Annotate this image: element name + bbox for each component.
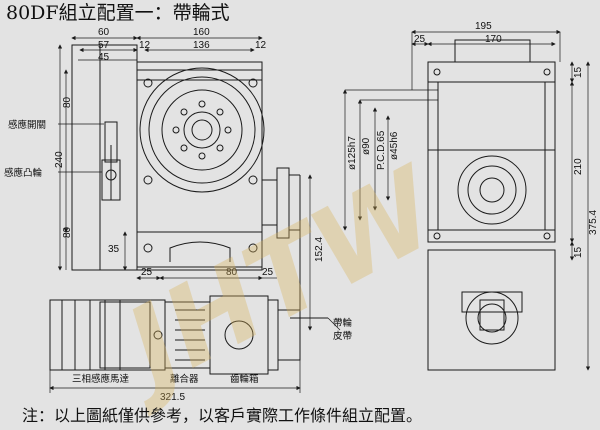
side-dimension-lines [342, 29, 591, 371]
dim-25-right: 25 [262, 267, 274, 278]
label-gearbox: 齒輪箱 [230, 373, 259, 385]
dim-60: 60 [98, 27, 110, 38]
dim-170: 170 [485, 34, 502, 45]
dim-80-top: 80 [62, 96, 73, 108]
dim-160: 160 [193, 27, 210, 38]
dim-57: 57 [98, 40, 110, 51]
bottom-dimension-text: 321.5 [160, 392, 185, 403]
dim-15-top: 15 [573, 66, 584, 78]
dim-152-4: 152.4 [314, 237, 325, 262]
dim-35: 35 [108, 244, 120, 255]
dim-80-bottom: 80 [62, 226, 73, 238]
dim-195: 195 [475, 21, 492, 32]
dim-15-bottom: 15 [573, 246, 584, 258]
dim-210: 210 [573, 158, 584, 175]
dim-136: 136 [193, 40, 210, 51]
dim-321-5: 321.5 [160, 392, 185, 403]
front-labels: 感應開關 感應凸輪 [4, 119, 46, 179]
label-belt: 皮帶 [333, 330, 353, 342]
label-motor: 三相感應馬達 [72, 373, 130, 385]
dim-25-side: 25 [414, 34, 426, 45]
side-dimension-text: 195 25 170 15 210 15 375.4 ø125h7 ø90 P.… [347, 21, 599, 258]
front-view [71, 44, 301, 350]
dim-240: 240 [54, 151, 65, 168]
label-pulley: 帶輪 [333, 317, 353, 329]
dim-pcd65: P.C.D.65 [376, 130, 387, 170]
dim-d125h7: ø125h7 [347, 136, 358, 170]
front-dimension-text: 60 160 57 136 12 12 45 80 240 80 35 25 8… [54, 27, 325, 278]
drawing-title: 80DF組立配置一：帶輪式 [6, 2, 230, 24]
bottom-dimension-lines [49, 317, 341, 393]
dim-12-right: 12 [255, 40, 267, 51]
dim-d45h6: ø45h6 [389, 131, 400, 160]
front-dimension-lines [57, 35, 313, 331]
bottom-labels: 三相感應馬達 離合器 齒輪箱 帶輪 皮帶 [72, 317, 353, 385]
label-clutch: 離合器 [170, 373, 199, 385]
label-sensor-switch: 感應開關 [8, 119, 46, 131]
dim-375-4: 375.4 [588, 210, 599, 235]
dim-12-left: 12 [139, 40, 151, 51]
dim-45: 45 [98, 52, 110, 63]
dim-80-base: 80 [226, 267, 238, 278]
dim-d90: ø90 [361, 137, 372, 155]
dim-25: 25 [141, 267, 153, 278]
side-view [427, 39, 556, 371]
drive-train-view [49, 295, 328, 375]
label-sensor-cam: 感應凸輪 [4, 167, 43, 179]
footer-note: 注：以上圖紙僅供參考，以客戶實際工作條件組立配置。 [22, 406, 422, 425]
